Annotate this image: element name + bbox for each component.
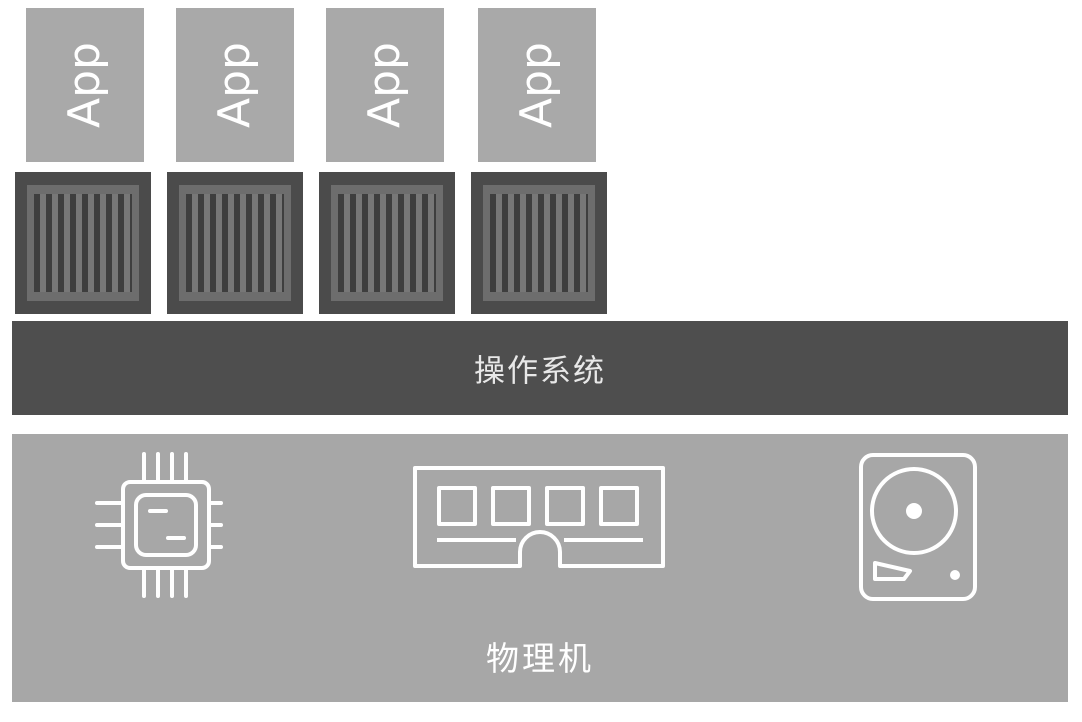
memory-ram-icon (413, 466, 665, 568)
container-block-2 (167, 172, 303, 314)
app-box-3: App (326, 8, 444, 162)
cpu-chip-icon (95, 452, 223, 598)
os-layer: 操作系统 (12, 321, 1068, 415)
app-box-4: App (478, 8, 596, 162)
app-box-1: App (26, 8, 144, 162)
container-block-4 (471, 172, 607, 314)
container-bars (27, 185, 139, 301)
container-block-1 (15, 172, 151, 314)
app-box-2: App (176, 8, 294, 162)
app-label: App (59, 42, 110, 128)
container-bars (179, 185, 291, 301)
os-label: 操作系统 (474, 353, 606, 390)
app-label: App (511, 42, 562, 128)
container-block-3 (319, 172, 455, 314)
hardware-layer: 物理机 (12, 434, 1068, 702)
app-label: App (359, 42, 410, 128)
app-label: App (209, 42, 260, 128)
hard-disk-icon (859, 453, 977, 601)
container-bars (331, 185, 443, 301)
container-bars (483, 185, 595, 301)
hardware-label: 物理机 (486, 639, 594, 678)
